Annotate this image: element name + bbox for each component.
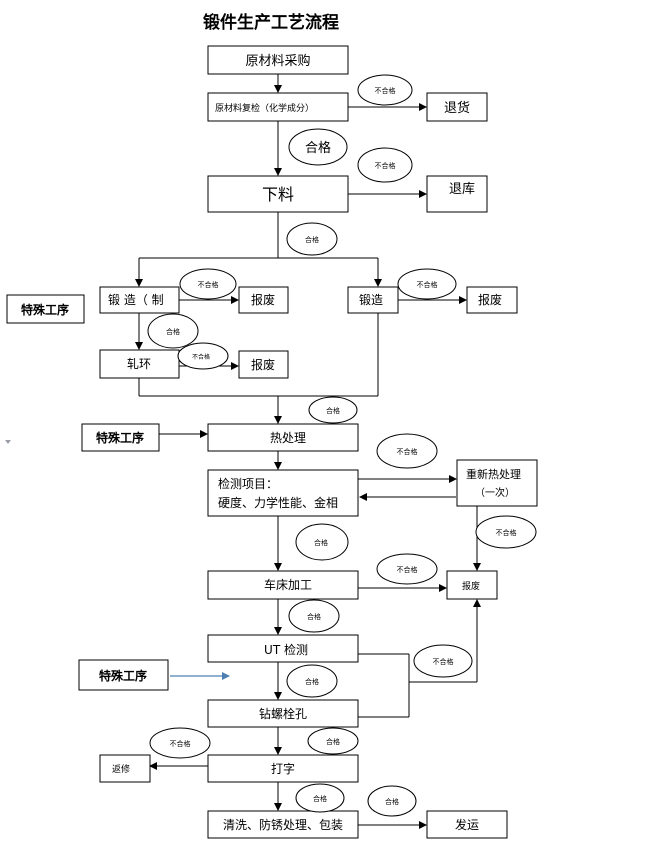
special-process-3: 特殊工序 (78, 659, 169, 691)
special-process-1-label: 特殊工序 (21, 302, 69, 317)
box-inspect-line2: 硬度、力学性能、金相 (218, 495, 338, 510)
box-recheck: 原材料复检（化学成分） (207, 92, 349, 122)
box-return-stock: 退库 (426, 175, 488, 213)
scroll-marker-icon (5, 440, 11, 444)
box-forge-right: 锻造 (347, 286, 399, 314)
box-recheck-label: 原材料复检（化学成分） (215, 102, 314, 114)
box-repair-label: 返修 (112, 763, 130, 775)
box-inspect: 检测项目： 硬度、力学性能、金相 (207, 469, 359, 517)
box-heat: 热处理 (207, 423, 359, 452)
box-forge-right-label: 锻造 (359, 293, 383, 307)
pass-label: 合格 (314, 538, 328, 547)
box-scrap-mid: 报废 (446, 570, 498, 600)
pass-ellipse-ut: 合格 (286, 664, 338, 698)
box-cutting: 下料 (207, 175, 349, 213)
box-clean: 清洗、防锈处理、包装 (207, 810, 359, 839)
box-scrap-roll-label: 报废 (251, 357, 275, 372)
special-process-2-label: 特殊工序 (96, 430, 144, 445)
box-forge-left-label: 锻 造（ 制 (108, 293, 164, 307)
fail-ellipse-inspect: 不合格 (376, 433, 438, 469)
fail-label: 不合格 (375, 86, 396, 95)
fail-label: 不合格 (433, 657, 454, 666)
pass-ellipse-merge: 合格 (308, 396, 358, 424)
fail-ellipse-ut: 不合格 (413, 644, 473, 678)
box-heat-label: 热处理 (270, 431, 306, 445)
box-ut: UT 检测 (207, 634, 359, 663)
special-process-2: 特殊工序 (81, 423, 160, 452)
box-clean-label: 清洗、防锈处理、包装 (223, 817, 343, 832)
connectors (135, 74, 481, 829)
fail-label: 不合格 (198, 280, 219, 289)
box-drill-label: 钻螺栓孔 (259, 706, 307, 721)
pass-label: 合格 (313, 794, 327, 803)
special-process-1: 特殊工序 (6, 294, 85, 324)
box-return-stock-label: 退库 (449, 181, 475, 197)
pass-label: 合格 (166, 327, 180, 336)
box-reheat: 重新热处理 （一次） (456, 459, 538, 507)
pass-ellipse-inspect: 合格 (295, 523, 349, 561)
box-return-goods-label: 退货 (444, 100, 470, 116)
pass-ellipse-drill: 合格 (307, 727, 359, 755)
fail-label: 不合格 (417, 280, 438, 289)
pass-label: 合格 (326, 737, 340, 746)
pass-label: 合格 (305, 677, 319, 686)
box-mark-label: 打字 (271, 761, 295, 776)
fail-label: 不合格 (192, 353, 210, 361)
box-forge-left: 锻 造（ 制 (99, 286, 180, 314)
box-lathe-label: 车床加工 (264, 577, 312, 592)
box-ship: 发运 (426, 810, 508, 839)
fail-label: 不合格 (375, 161, 396, 170)
box-scrap-mid-label: 报废 (462, 580, 480, 592)
box-scrap-right: 报废 (466, 286, 518, 314)
fail-label: 不合格 (496, 528, 517, 537)
fail-label: 不合格 (397, 447, 418, 456)
fail-ellipse-recheck: 不合格 (357, 74, 413, 106)
box-return-goods: 退货 (426, 92, 488, 122)
fail-ellipse-cutting: 不合格 (357, 147, 413, 183)
box-ut-label: UT 检测 (264, 642, 308, 657)
pass-label: 合格 (305, 140, 331, 156)
box-cutting-label: 下料 (262, 185, 294, 204)
box-reheat-line2: （一次） (475, 486, 515, 499)
box-inspect-line1: 检测项目： (218, 476, 278, 491)
fail-ellipse-lathe: 不合格 (376, 553, 438, 585)
pass-ellipse-mark: 合格 (295, 783, 345, 813)
box-drill: 钻螺栓孔 (207, 699, 359, 728)
special-process-3-label: 特殊工序 (99, 668, 147, 683)
fail-ellipse-forge-right: 不合格 (397, 268, 457, 300)
box-lathe: 车床加工 (207, 570, 359, 600)
box-scrap-left: 报废 (238, 286, 289, 314)
page-title: 锻件生产工艺流程 (203, 13, 339, 33)
box-scrap-right-label: 报废 (478, 292, 502, 307)
pass-ellipse-clean: 合格 (367, 785, 417, 817)
box-roll-ring-label: 轧环 (127, 357, 151, 371)
box-roll-ring: 轧环 (99, 349, 180, 379)
pass-ellipse-recheck: 合格 (288, 128, 348, 166)
fail-ellipse-forge-left: 不合格 (179, 268, 237, 300)
pass-label: 合格 (307, 612, 321, 621)
box-mark: 打字 (207, 754, 359, 783)
pass-label: 合格 (305, 235, 319, 244)
box-reheat-line1: 重新热处理 (466, 467, 521, 481)
fail-label: 不合格 (397, 565, 418, 574)
box-procure-label: 原材料采购 (245, 53, 310, 69)
box-scrap-left-label: 报废 (251, 292, 275, 307)
pass-label: 合格 (385, 797, 399, 806)
box-repair: 返修 (99, 754, 151, 783)
pass-label: 合格 (326, 406, 340, 415)
fail-label: 不合格 (170, 739, 191, 748)
fail-ellipse-reheat: 不合格 (475, 515, 537, 549)
pass-ellipse-cutting: 合格 (286, 222, 338, 256)
fail-ellipse-roll: 不合格 (177, 342, 229, 370)
pass-ellipse-lathe: 合格 (288, 599, 340, 633)
box-ship-label: 发运 (455, 817, 479, 832)
box-scrap-roll: 报废 (238, 350, 289, 379)
box-procure: 原材料采购 (207, 45, 349, 75)
fail-ellipse-mark: 不合格 (149, 727, 211, 759)
pass-ellipse-forge-left: 合格 (147, 313, 199, 349)
